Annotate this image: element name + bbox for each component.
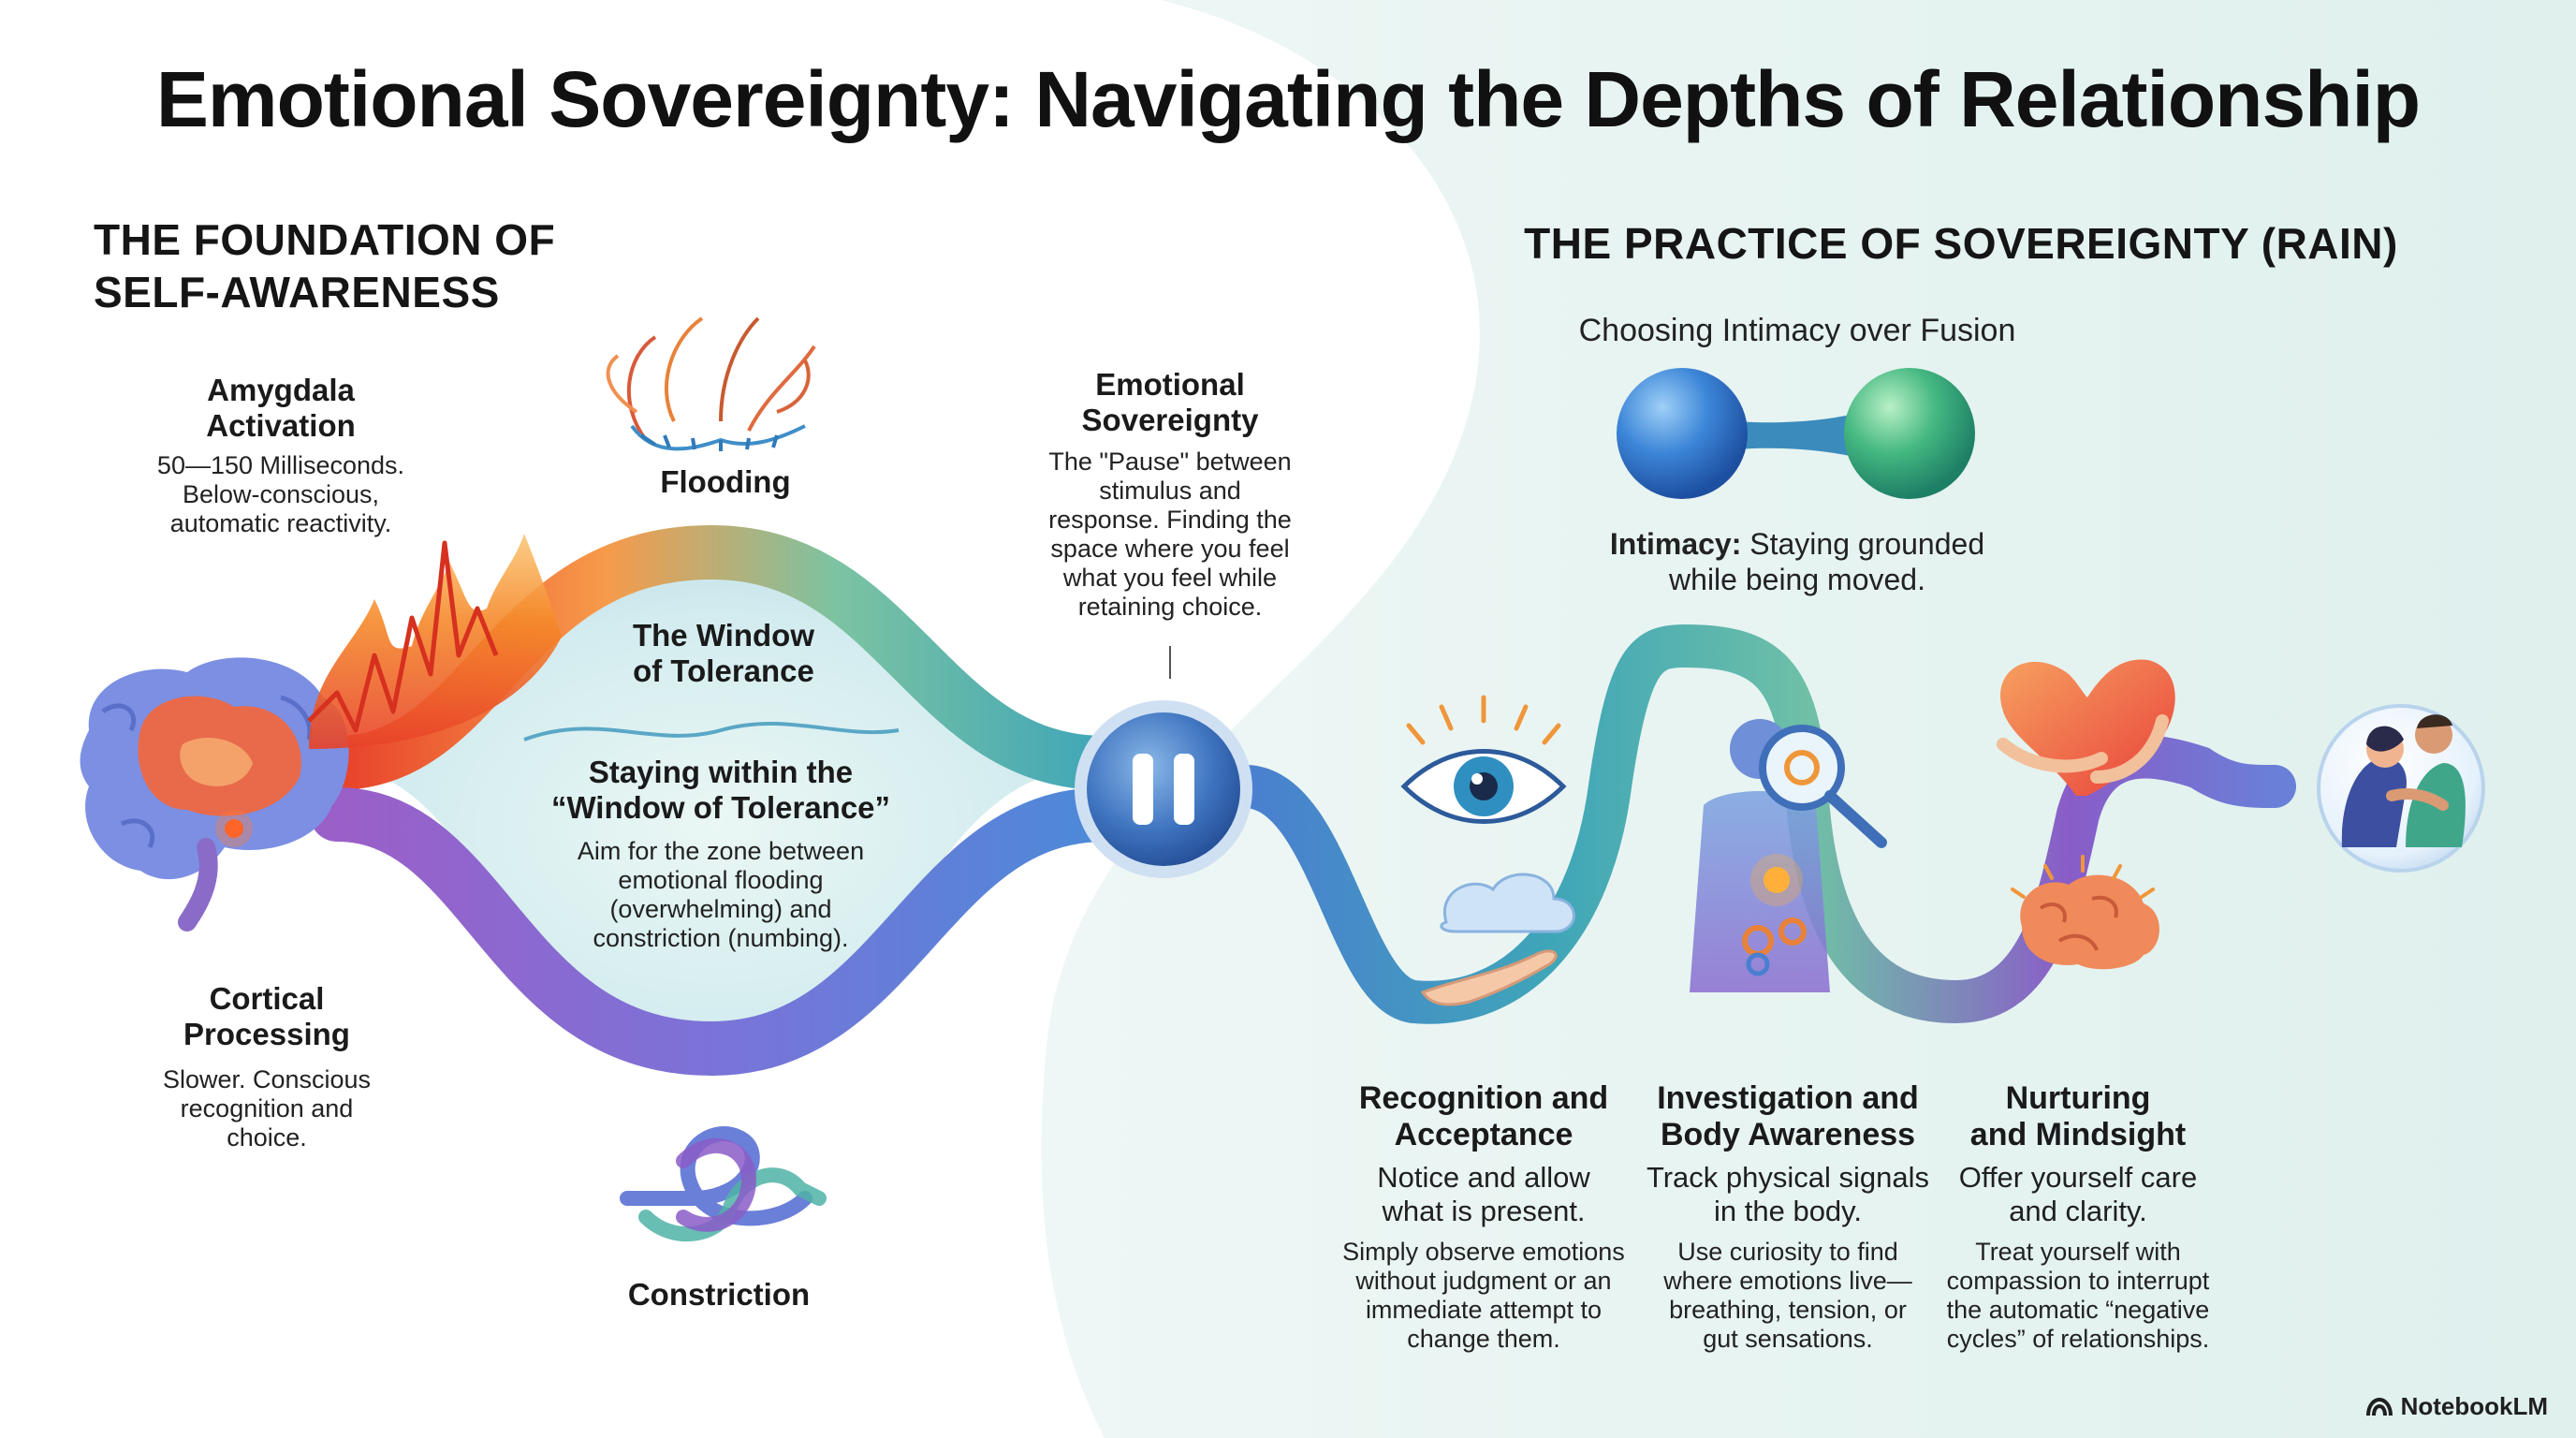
sovereignty-text-line1: The "Pause" between [1048, 448, 1292, 476]
left-heading-line2: SELF-AWARENESS [94, 268, 500, 316]
pause-icon [1075, 646, 1252, 878]
cortical-text-line2: recognition and [180, 1094, 354, 1123]
step-body-line1: Use curiosity to find [1677, 1238, 1898, 1266]
amygdala-title-line1: Amygdala [207, 373, 355, 407]
step-body-line3: the automatic “negative [1946, 1296, 2210, 1324]
window-staying-line1: Staying within the [588, 755, 854, 789]
left-heading-line1: THE FOUNDATION OF [94, 215, 556, 264]
step-body-line4: cycles” of relationships. [1946, 1325, 2210, 1353]
step-lead-line2: what is present. [1382, 1195, 1586, 1227]
step-body-line4: gut sensations. [1703, 1325, 1873, 1353]
window-staying-block: Staying within the “Window of Tolerance”… [524, 755, 917, 953]
amygdala-text-line2: Below-conscious, [182, 480, 380, 508]
left-section-heading: THE FOUNDATION OF SELF-AWARENESS [94, 213, 655, 318]
eye-icon [1400, 695, 1567, 824]
constriction-label: Constriction [627, 1277, 811, 1312]
sovereignty-block: Emotional Sovereignty The "Pause" betwee… [1020, 367, 1320, 622]
right-section-heading: THE PRACTICE OF SOVEREIGNTY (RAIN) [1524, 219, 2398, 268]
sovereignty-text-line5: what you feel while [1062, 564, 1278, 592]
heart-hug-icon [1997, 659, 2175, 796]
cortical-title-line1: Cortical [209, 981, 325, 1016]
flame-icon [307, 534, 562, 749]
amygdala-block: Amygdala Activation 50—150 Milliseconds.… [122, 373, 440, 538]
fountain-icon [606, 316, 816, 451]
page-title: Emotional Sovereignty: Navigating the De… [155, 55, 2421, 143]
window-staying-line2: “Window of Tolerance” [550, 790, 891, 825]
body-scan-icon [1690, 719, 1887, 992]
step-title-line2: Body Awareness [1660, 1117, 1916, 1152]
cortical-text-line3: choice. [227, 1123, 307, 1152]
amygdala-title-line2: Activation [206, 408, 356, 443]
sovereignty-text-line4: space where you feel [1050, 535, 1290, 563]
step-lead-line1: Track physical signals [1646, 1161, 1930, 1194]
intimacy-text-line2: while being moved. [1669, 563, 1925, 596]
window-text-line1: Aim for the zone between [577, 837, 865, 865]
intimacy-bold: Intimacy: [1609, 527, 1742, 561]
step-title-line1: Nurturing [2005, 1080, 2151, 1116]
amygdala-text-line1: 50—150 Milliseconds. [156, 451, 405, 479]
sovereignty-text-line6: retaining choice. [1077, 593, 1263, 621]
cortical-text-line1: Slower. Conscious [162, 1065, 372, 1093]
sovereignty-text-line2: stimulus and [1099, 477, 1241, 505]
amygdala-text-line3: automatic reactivity. [169, 509, 392, 537]
dumbbell-icon [1617, 368, 1975, 499]
window-title-line1: The Window [632, 618, 814, 653]
step-body-line2: where emotions live— [1663, 1267, 1912, 1295]
step-body-line1: Treat yourself with [1975, 1238, 2181, 1266]
step-body-line2: compassion to interrupt [1946, 1267, 2210, 1295]
step-body-line3: breathing, tension, or [1669, 1296, 1907, 1324]
intimacy-text-line1: Staying grounded [1741, 527, 1985, 561]
step-title-line1: Investigation and [1657, 1080, 1919, 1116]
sovereignty-title-line1: Emotional [1095, 367, 1245, 402]
rain-step-nurturing: Nurturing and Mindsight Offer yourself c… [1928, 1080, 2228, 1354]
notebooklm-icon [2365, 1397, 2393, 1416]
cloud-hand-icon [1420, 873, 1575, 1006]
window-title-block: The Window of Tolerance [583, 618, 864, 689]
step-title-line2: and Mindsight [1969, 1117, 2187, 1152]
notebooklm-brand: NotebookLM [2365, 1392, 2548, 1421]
step-body-line1: Simply observe emotions [1342, 1238, 1625, 1266]
rain-step-recognition: Recognition and Acceptance Notice and al… [1329, 1080, 1638, 1354]
right-subheading: Choosing Intimacy over Fusion [1578, 313, 2016, 348]
brain-icon [80, 657, 349, 932]
cortical-title-line2: Processing [183, 1017, 350, 1051]
sovereignty-title-line2: Sovereignty [1081, 403, 1259, 437]
step-lead-line2: and clarity. [2009, 1195, 2147, 1227]
step-body-line4: change them. [1407, 1325, 1560, 1353]
step-body-line2: without judgment or an [1355, 1267, 1612, 1295]
couple-icon [2317, 704, 2485, 873]
sovereignty-text-line3: response. Finding the [1048, 506, 1292, 534]
intimacy-block: Intimacy: Staying grounded while being m… [1544, 526, 2050, 597]
brand-label: NotebookLM [2400, 1392, 2548, 1420]
window-text-line2: emotional flooding [618, 866, 824, 894]
step-lead-line1: Notice and allow [1377, 1161, 1590, 1194]
flooding-label: Flooding [660, 464, 791, 499]
window-text-line4: constriction (numbing). [593, 924, 849, 952]
rain-step-investigation: Investigation and Body Awareness Track p… [1629, 1080, 1947, 1354]
step-body-line3: immediate attempt to [1365, 1296, 1603, 1324]
step-lead-line2: in the body. [1714, 1195, 1862, 1227]
window-title-line2: of Tolerance [633, 653, 814, 688]
step-title-line1: Recognition and [1358, 1080, 1609, 1116]
window-text-line3: (overwhelming) and [609, 895, 832, 923]
step-lead-line1: Offer yourself care [1958, 1161, 2198, 1194]
cortical-block: Cortical Processing Slower. Conscious re… [112, 981, 421, 1152]
step-title-line2: Acceptance [1394, 1117, 1573, 1152]
brain-small-icon [2011, 855, 2159, 970]
knot-icon [620, 1126, 827, 1242]
